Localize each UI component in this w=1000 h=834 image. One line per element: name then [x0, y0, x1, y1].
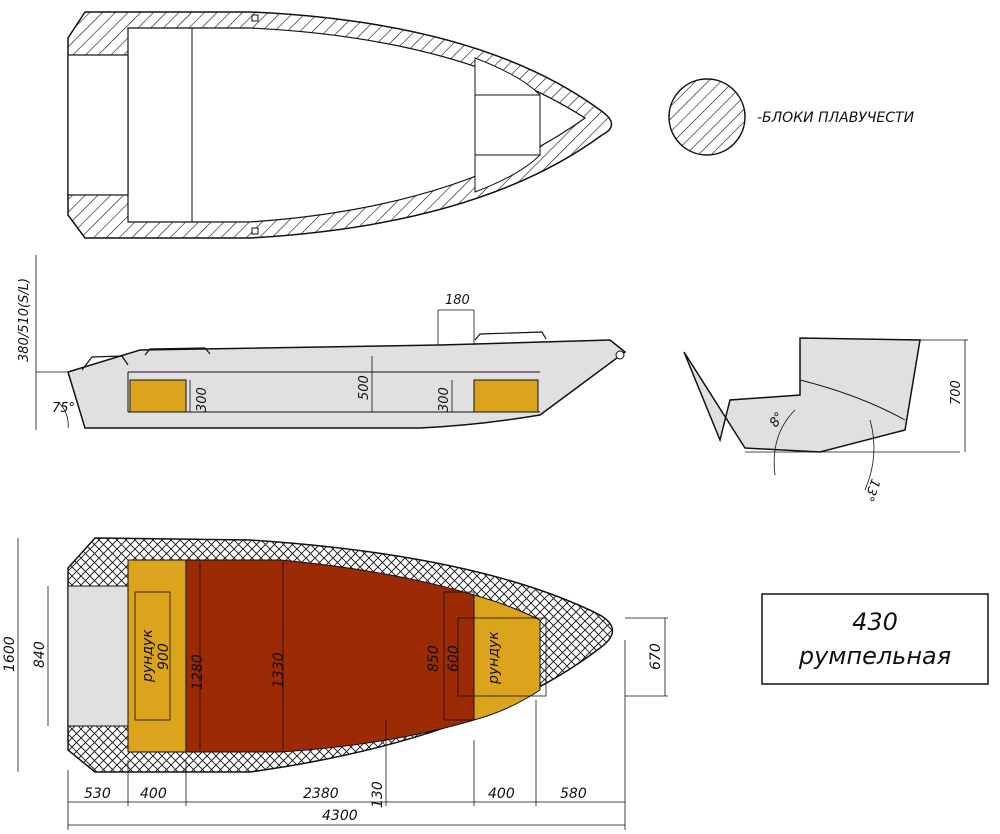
dim-len-3: 130 [370, 781, 386, 808]
dim-len-4: 400 [488, 786, 515, 802]
plan-view: рундук 900 1280 1330 850 600 рундук 1600… [2, 537, 668, 830]
model-number: 430 [852, 608, 898, 636]
front-locker-label: рундук [486, 631, 502, 685]
side-front-locker [473, 379, 539, 413]
dim-len-0: 530 [84, 786, 111, 802]
title-box: 430 румпельная [761, 593, 989, 685]
flotation-legend-symbol [668, 78, 746, 156]
rear-locker-label: рундук [140, 629, 156, 683]
side-rear-locker [129, 379, 187, 413]
dim-section-height: 700 [949, 380, 964, 405]
dim-rear-locker-height: 300 [195, 387, 210, 412]
side-view: 180 300 500 300 380/510(S/L) 75° [17, 255, 627, 430]
plan-front-locker [473, 594, 541, 721]
model-variant: румпельная [798, 642, 951, 670]
dim-transom-height: 380/510(S/L) [17, 278, 32, 362]
dim-depth: 500 [357, 375, 372, 400]
section-view: 700 8° 13° [683, 337, 968, 504]
dim-len-5: 580 [560, 786, 587, 802]
dim-rear-seat-width: 1280 [190, 654, 206, 690]
dim-deadrise-stern: 8° [767, 410, 788, 431]
dim-len-2: 2380 [303, 786, 339, 802]
flotation-legend: -БЛОКИ ПЛАВУЧЕСТИ [668, 78, 915, 156]
dim-middle-width: 1330 [271, 652, 287, 688]
dim-front-width: 850 [426, 645, 442, 672]
dim-transom-width: 840 [32, 641, 48, 668]
dim-seat-width: 180 [445, 293, 470, 308]
top-view [67, 11, 613, 239]
flotation-legend-label: -БЛОКИ ПЛАВУЧЕСТИ [757, 110, 915, 126]
dim-overall-length: 4300 [322, 808, 358, 824]
dim-rear-locker-length: 900 [156, 643, 172, 670]
dim-deadrise-bow: 13° [860, 477, 882, 504]
dim-transom-angle: 75° [52, 401, 75, 416]
dim-overall-width: 1600 [2, 636, 18, 672]
dim-front-locker-height: 300 [437, 387, 452, 412]
dim-front-inner-width: 600 [446, 645, 462, 672]
dim-bow-width: 670 [648, 643, 664, 670]
dim-len-1: 400 [140, 786, 167, 802]
